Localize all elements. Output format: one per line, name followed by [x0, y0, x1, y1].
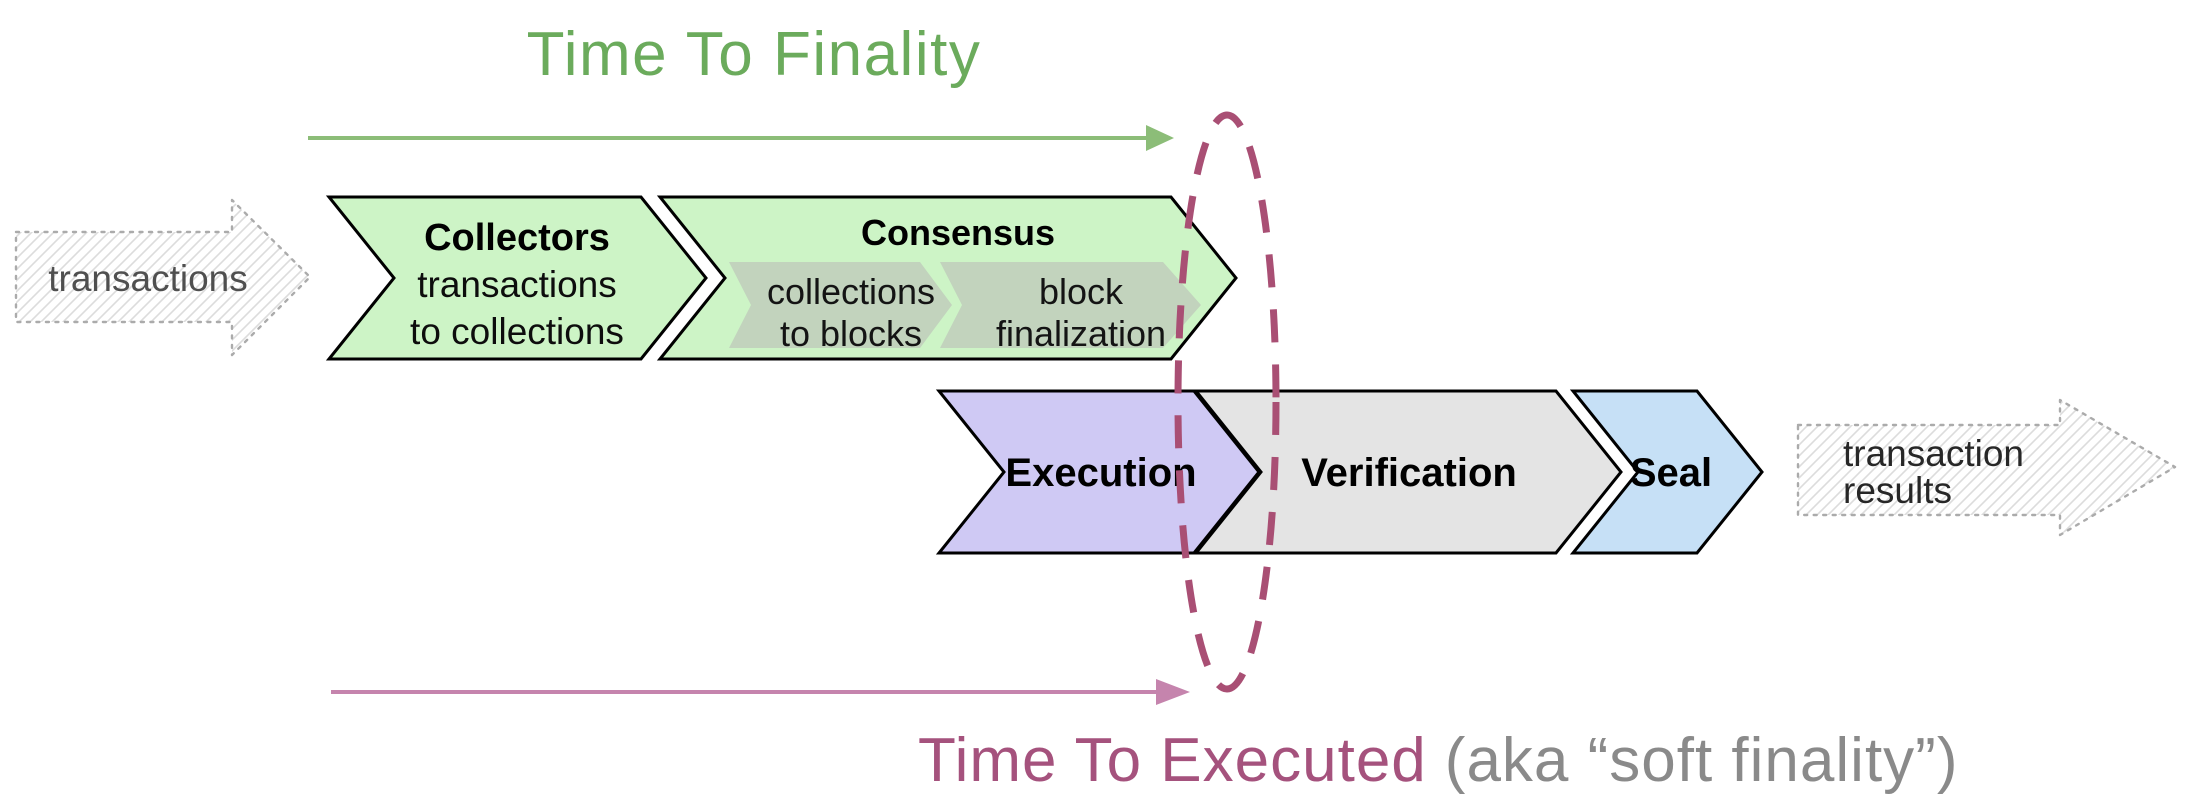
time-to-finality-title: Time To Finality — [526, 20, 982, 89]
seal-title: Seal — [1630, 451, 1712, 495]
finality-timeline-arrow — [308, 125, 1174, 151]
input-arrow-label: transactions — [48, 258, 248, 299]
output-arrow-shape — [1796, 398, 2177, 537]
output-arrow-label-line2: results — [1843, 470, 1952, 511]
block-finalization-line1: block — [1039, 271, 1124, 312]
collectors-title: Collectors — [424, 217, 610, 259]
soft-finality-suffix: (aka “soft finality”) — [1444, 726, 1959, 795]
time-to-executed-title: Time To Executed (aka “soft finality”) — [918, 730, 1958, 792]
input-arrow: transactions — [14, 198, 312, 357]
stage-consensus: Consensus collections to blocks block fi… — [656, 195, 1238, 361]
stage-execution: Execution — [935, 389, 1261, 555]
substage-block-finalization: block finalization — [940, 262, 1201, 354]
collectors-chevron — [325, 195, 708, 361]
verification-chevron — [1192, 389, 1623, 555]
soft-finality-ellipse — [1174, 111, 1280, 693]
collections-to-blocks-line2: to blocks — [780, 313, 922, 354]
consensus-title: Consensus — [861, 212, 1055, 253]
verification-title: Verification — [1301, 451, 1517, 495]
collectors-line1: transactions — [417, 264, 617, 305]
stage-verification: Verification — [1192, 389, 1623, 555]
stage-collectors: Collectors transactions to collections — [325, 195, 708, 361]
output-arrow: transaction results — [1796, 398, 2177, 537]
executed-timeline-arrow — [331, 679, 1190, 705]
block-finalization-chevron — [940, 262, 1201, 348]
finality-arrowhead-icon — [1146, 125, 1174, 151]
substage-collections-to-blocks: collections to blocks — [729, 262, 952, 354]
seal-chevron — [1569, 389, 1764, 555]
collections-to-blocks-chevron — [729, 262, 952, 348]
time-to-executed-label: Time To Executed — [918, 726, 1427, 795]
input-arrow-shape — [14, 198, 312, 357]
collectors-line2: to collections — [410, 311, 624, 352]
output-arrow-label-line1: transaction — [1843, 433, 2024, 474]
executed-arrowhead-icon — [1156, 679, 1190, 705]
execution-title: Execution — [1005, 451, 1196, 495]
collections-to-blocks-line1: collections — [767, 271, 935, 312]
block-finalization-line2: finalization — [996, 313, 1166, 354]
stage-seal: Seal — [1569, 389, 1764, 555]
